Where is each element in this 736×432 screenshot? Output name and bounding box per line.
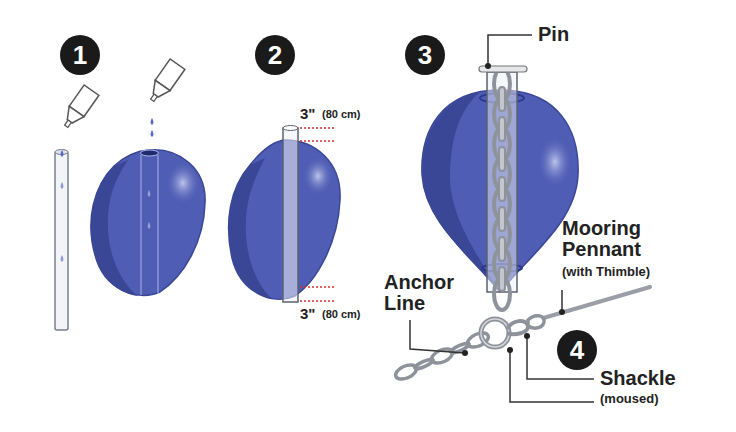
chain-link	[499, 117, 505, 141]
chain-link	[499, 87, 505, 111]
ring-highlight	[481, 319, 509, 347]
dimension-line	[300, 128, 336, 301]
buoy	[91, 150, 205, 296]
dimension-label: (80 cm)	[322, 308, 361, 320]
chain-link	[499, 237, 505, 261]
callout-circle	[405, 35, 445, 75]
tube	[55, 152, 68, 330]
glue-drop	[61, 255, 64, 262]
chain-link	[499, 147, 505, 171]
glue-tube	[145, 59, 185, 105]
callout-number: 1	[60, 41, 100, 69]
part-label: Pin	[538, 23, 569, 46]
chain	[494, 68, 510, 310]
glue-drop	[151, 118, 154, 125]
buoy-highlight	[304, 158, 332, 194]
glue-drop	[148, 190, 151, 197]
callout-number: 4	[557, 336, 597, 364]
buoy-channel	[141, 155, 142, 295]
part-label: Mooring Pennant	[562, 218, 682, 260]
callout-number: 3	[405, 41, 445, 69]
tube	[487, 72, 517, 292]
chain-link	[394, 362, 419, 382]
glue-tube	[59, 85, 99, 131]
buoy-highlight	[539, 138, 571, 186]
glue-drop	[151, 130, 154, 137]
callout-circle	[255, 35, 295, 75]
part-note: (moused)	[600, 391, 659, 406]
glue-drop	[61, 182, 64, 189]
chain-link	[499, 267, 505, 291]
buoy-hole	[141, 150, 159, 156]
ring	[481, 319, 509, 347]
mooring-pennant	[540, 287, 650, 319]
buoy-highlight	[167, 163, 199, 203]
part-label: Anchor Line	[384, 272, 464, 314]
dimension-label: 3"	[300, 105, 315, 122]
thimble	[528, 316, 544, 328]
dimension-label: (80 cm)	[322, 108, 361, 120]
glue-drop	[148, 222, 151, 229]
tube	[283, 128, 298, 302]
shackle	[507, 321, 528, 334]
tube-end	[283, 126, 298, 131]
leader-dot	[462, 63, 565, 356]
callout-circle	[60, 35, 100, 75]
buoy-shade	[91, 160, 138, 296]
part-note: (with Thimble)	[562, 264, 650, 279]
buoy-channel	[158, 155, 159, 294]
chain-link	[499, 177, 505, 201]
part-label: Shackle	[600, 367, 676, 390]
dimension-label: 3"	[300, 305, 315, 322]
chain-link	[499, 207, 505, 231]
callout-number: 2	[255, 41, 295, 69]
buoy-shade	[229, 158, 272, 299]
anchor-chain	[394, 330, 491, 382]
callout-circle	[557, 330, 597, 370]
glue-drop	[61, 150, 64, 157]
